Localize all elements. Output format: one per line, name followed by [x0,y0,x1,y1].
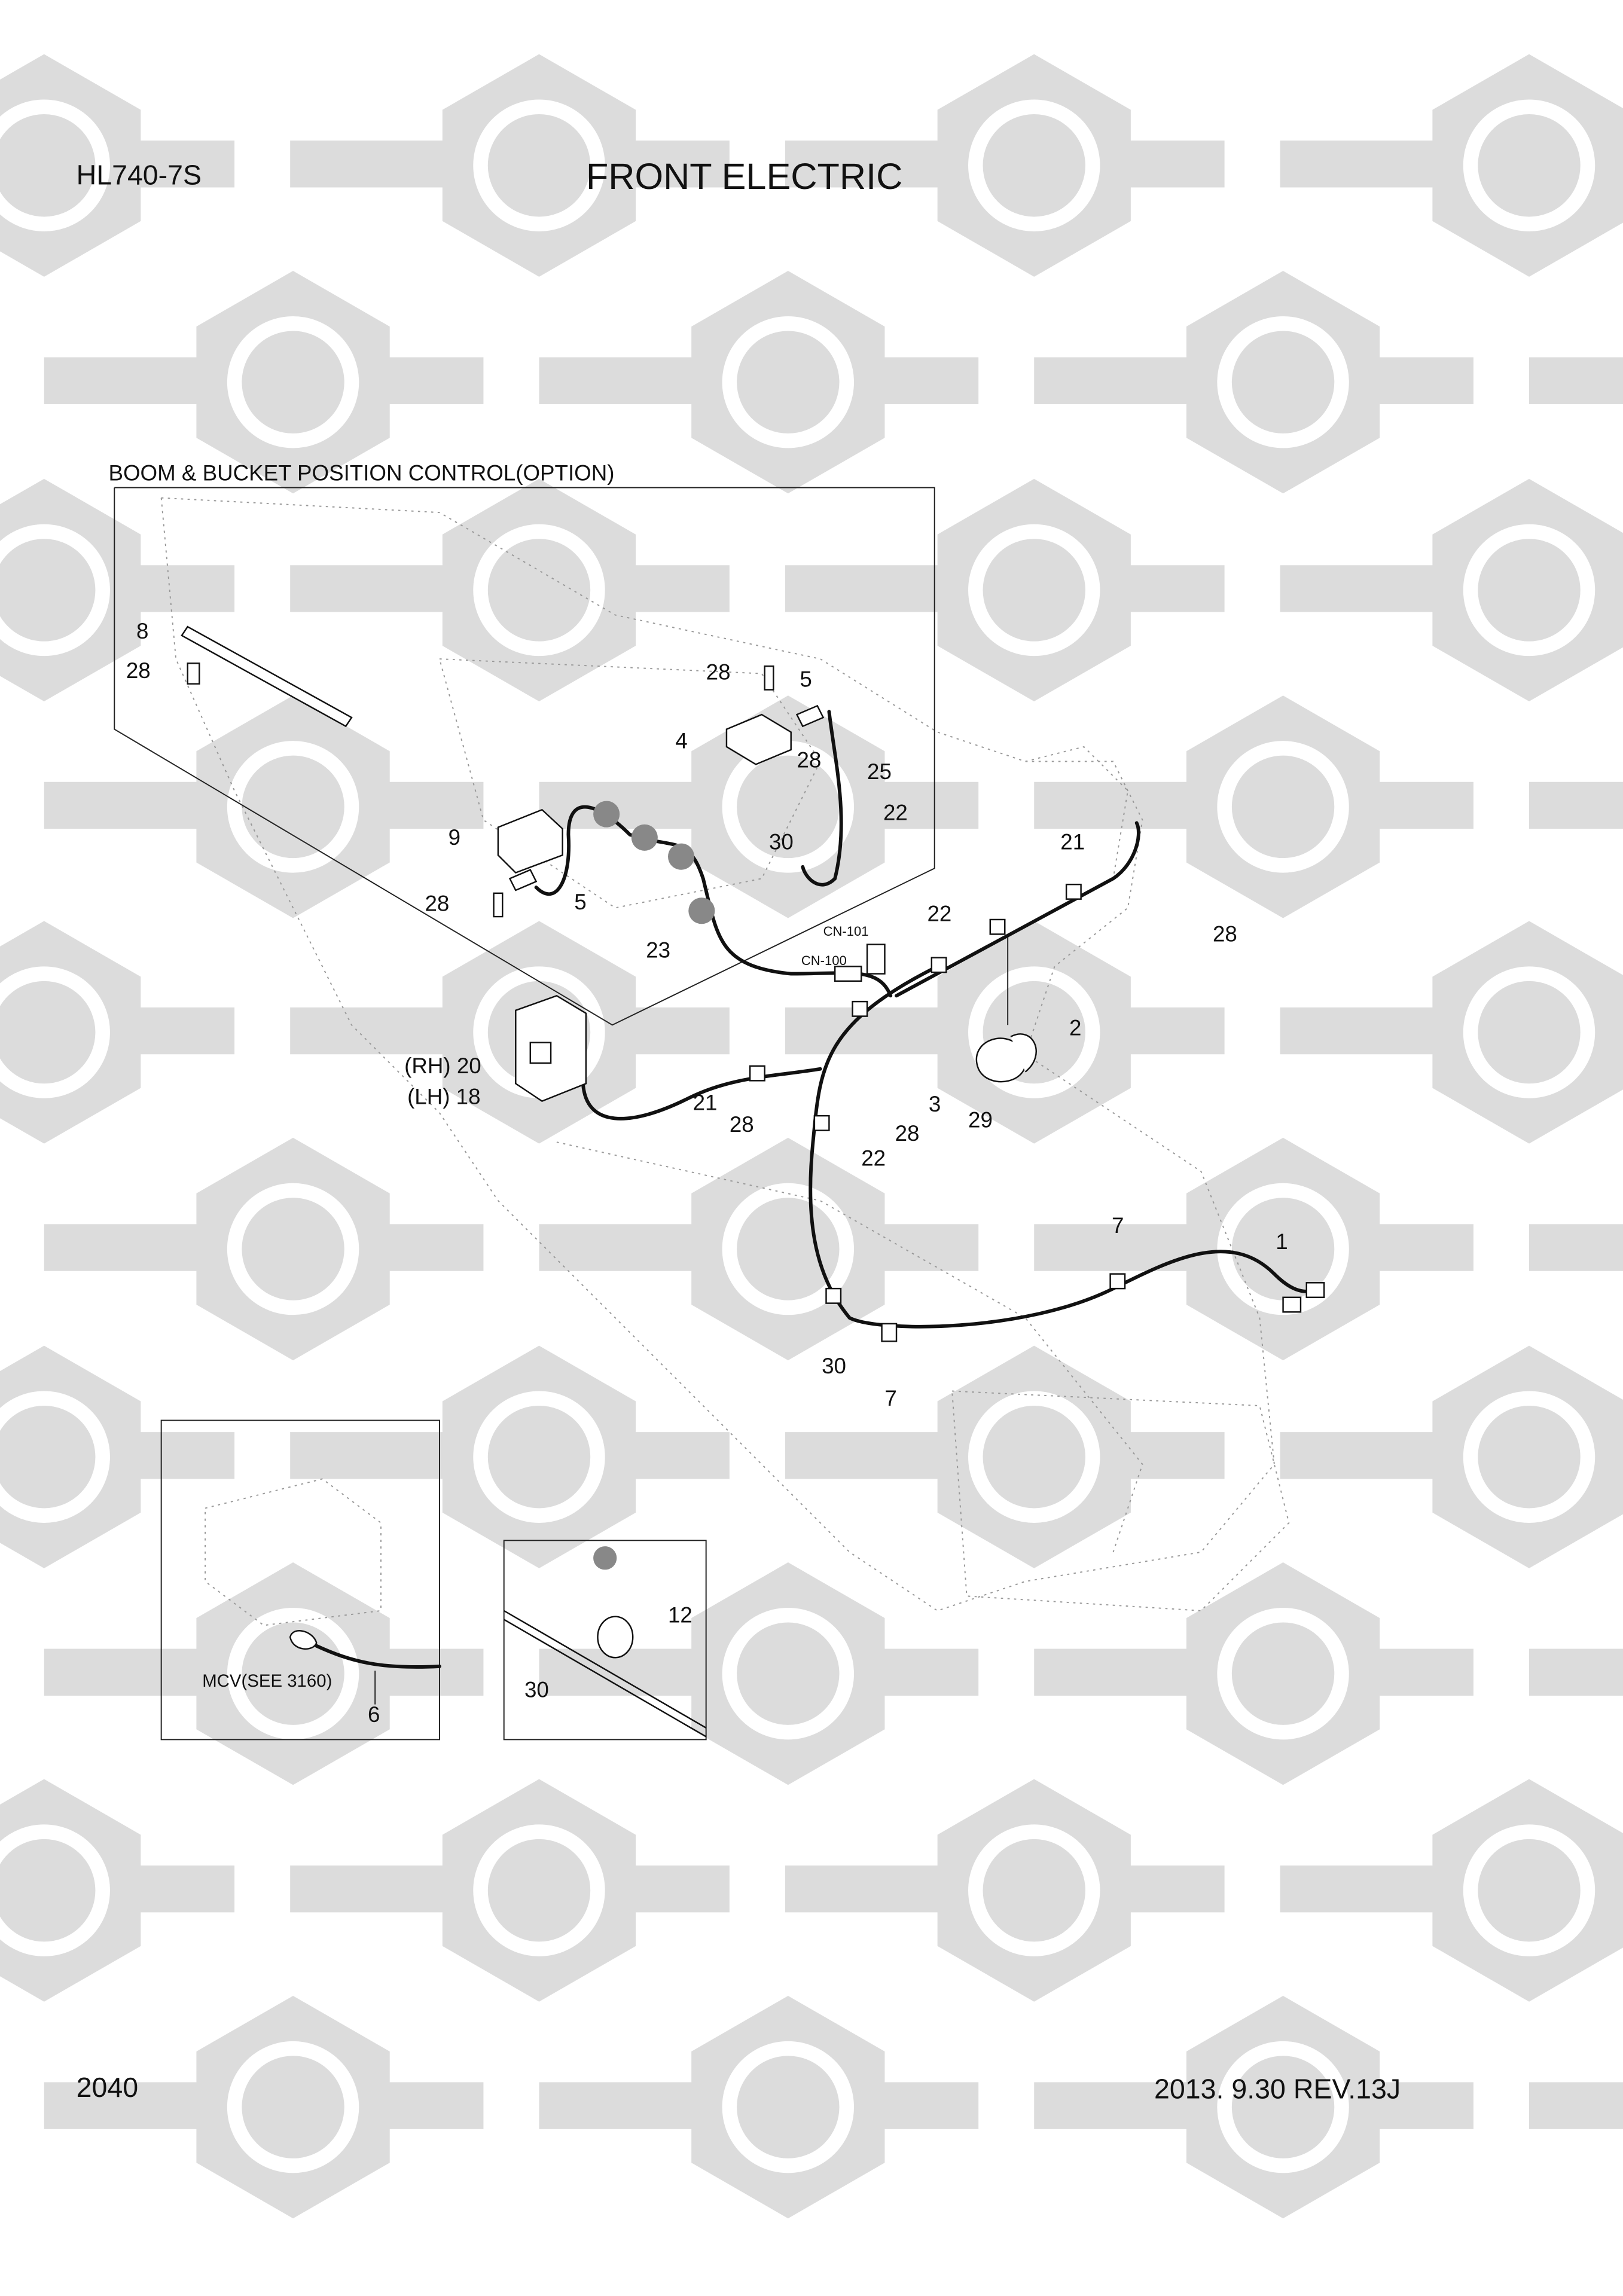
callout: 28 [126,658,151,683]
callout: 7 [1112,1213,1124,1238]
watermark-tile [1529,357,1623,404]
callout: 30 [524,1677,549,1702]
callout: 2 [1069,1015,1081,1040]
inset-mcv: MCV(SEE 3160) 6 [160,1419,441,1741]
callout: 28 [425,891,449,915]
callout: 25 [867,759,892,784]
watermark-layer [0,54,1623,2219]
watermark-tile [785,54,1225,277]
callout: 1 [1276,1229,1288,1254]
callout: 8 [136,619,148,643]
callout: 28 [797,747,822,772]
clip-2-3 [975,1033,1037,1083]
watermark-tile [1280,54,1623,277]
clamps [749,883,1126,1342]
callout: 28 [730,1112,754,1137]
inset-clamp: 12 30 [503,1540,707,1741]
cn-101-label: CN-101 [823,924,869,939]
watermark-tile [290,478,730,702]
page-number: 2040 [77,2072,138,2103]
callout: 7 [884,1386,896,1410]
sensor-bracket-4 [725,665,825,765]
watermark-tile [1034,1137,1473,1361]
cn-101-connector [866,944,886,975]
callout: 23 [646,938,670,963]
harness-25 [801,710,843,887]
callout: (LH) 18 [407,1085,480,1109]
boom-position-rod [181,625,353,728]
watermark-tile [0,921,235,1144]
watermark-tile [0,1345,235,1568]
mcv-label: MCV(SEE 3160) [202,1671,332,1691]
watermark-tile [44,1995,484,2219]
page-title: FRONT ELECTRIC [586,156,902,197]
connector-1 [1282,1282,1325,1313]
loader-frame-outline [160,497,1290,1611]
watermark-tile [1034,271,1473,494]
option-box [114,487,935,1026]
option-markers [593,801,715,924]
watermark-tile [539,1995,979,2219]
model-label: HL740-7S [77,160,202,191]
watermark-tile [539,1137,979,1361]
callouts: 8 28 28 5 4 28 25 22 30 9 28 5 23 21 22 … [126,619,1288,1410]
revision-date: 2013. 9.30 REV.13J [1154,2073,1401,2104]
callout: 22 [861,1146,886,1170]
watermark-tile [539,271,979,494]
watermark-tile [44,1562,484,1785]
cn-100-label: CN-100 [801,953,847,968]
watermark-tile [1280,1779,1623,2002]
callout: 30 [769,829,794,854]
watermark-tile [1280,478,1623,702]
callout: 9 [449,825,460,850]
callout: 30 [822,1354,846,1378]
cn-100-connector [834,966,862,982]
watermark-tile [290,1779,730,2002]
watermark-tile [0,1779,235,2002]
watermark-tile [0,478,235,702]
watermark-tile [785,478,1225,702]
watermark-tile [1280,1345,1623,1568]
watermark-tile [539,1562,979,1785]
watermark-tile [1034,1995,1473,2219]
watermark-tile [1034,1562,1473,1785]
callout: 6 [368,1702,380,1727]
watermark-tile [44,1137,484,1361]
watermark-tile [44,271,484,494]
watermark-tile [1529,1648,1623,1696]
callout: 12 [668,1602,692,1627]
callout: 28 [1213,922,1237,947]
callout: 5 [800,667,812,692]
callout: 21 [1060,829,1085,854]
watermark-tile [0,54,235,277]
watermark-tile [1280,921,1623,1144]
callout: 21 [693,1090,718,1115]
watermark-tile [1529,781,1623,829]
watermark-tile [785,921,1225,1144]
callout: 28 [706,660,731,684]
callout: (RH) 20 [404,1054,481,1078]
watermark-tile [1034,695,1473,918]
sensor-bracket-9 [493,808,563,918]
callout: 22 [883,800,908,825]
watermark-tile [1529,1224,1623,1271]
callout: 22 [927,901,951,926]
watermark-tile [290,54,730,277]
watermark-tile [290,1345,730,1568]
switch-20-18 [515,994,587,1103]
watermark-tile [785,1779,1225,2002]
watermark-tile [44,695,484,918]
callout: 29 [968,1108,993,1132]
callout: 28 [895,1121,920,1146]
option-box-label: BOOM & BUCKET POSITION CONTROL(OPTION) [108,460,614,485]
harness-branch-20 [581,1067,822,1120]
watermark-tile [1529,2082,1623,2129]
watermark-tile [785,1345,1225,1568]
callout: 3 [929,1092,941,1116]
callout: 5 [574,890,586,914]
callout: 4 [675,728,687,753]
